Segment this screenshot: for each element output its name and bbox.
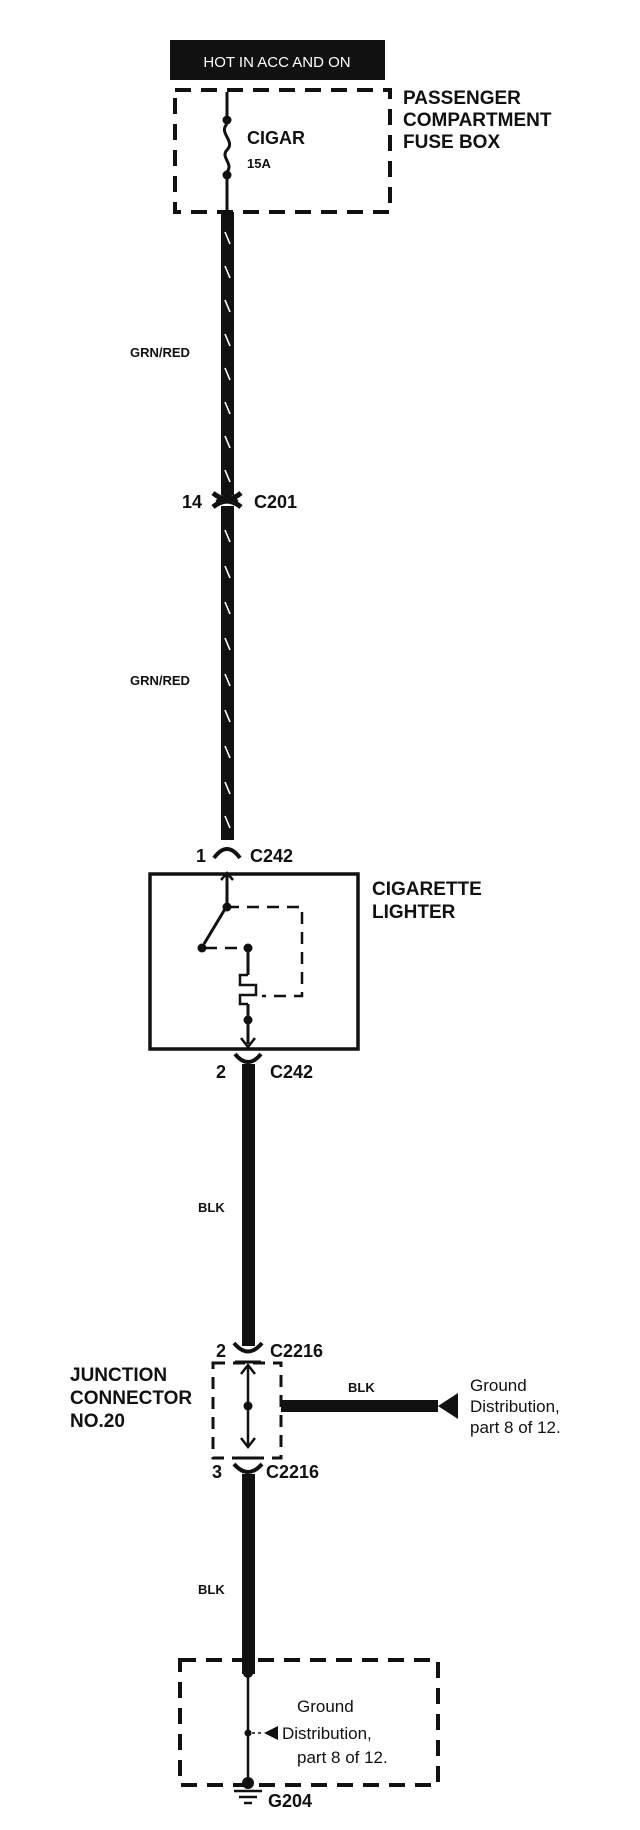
wire-grn-red-upper bbox=[221, 212, 234, 495]
wire-blk-upper bbox=[242, 1064, 255, 1346]
cigarette-lighter-component bbox=[148, 871, 360, 1051]
connector-pin: 3 bbox=[212, 1462, 222, 1482]
junction-title-3: NO.20 bbox=[70, 1411, 125, 1432]
ground-ref-bottom-2: Distribution, bbox=[282, 1724, 372, 1743]
wire-grn-red-lower bbox=[221, 506, 234, 840]
wire-blk-branch bbox=[281, 1400, 441, 1412]
lighter-outline bbox=[148, 872, 360, 1051]
fuse-box: CIGAR 15A bbox=[173, 88, 392, 214]
wire-blk-lower bbox=[242, 1474, 255, 1674]
ground-name: G204 bbox=[268, 1791, 312, 1811]
connector-pin: 2 bbox=[216, 1062, 226, 1082]
ground-box bbox=[178, 1658, 440, 1789]
wire-color-label: GRN/RED bbox=[130, 345, 190, 360]
connector-c242-in bbox=[212, 847, 242, 860]
fuse-box-title-1: PASSENGER bbox=[403, 88, 521, 109]
fuse-box-title-2: COMPARTMENT bbox=[403, 110, 552, 131]
connector-c242-out bbox=[233, 1052, 263, 1064]
ground-ref-bottom-3: part 8 of 12. bbox=[297, 1748, 388, 1767]
power-source-label: HOT IN ACC AND ON bbox=[203, 54, 350, 71]
junction-title-2: CONNECTOR bbox=[70, 1388, 192, 1409]
lighter-title-1: CIGARETTE bbox=[372, 879, 482, 900]
ground-ref-right-2: Distribution, bbox=[470, 1397, 560, 1416]
connector-pin: 14 bbox=[182, 492, 202, 512]
connector-name: C242 bbox=[270, 1062, 313, 1082]
switch-icon bbox=[202, 908, 227, 945]
ground-ref-bottom-1: Ground bbox=[297, 1697, 354, 1716]
connector-name: C242 bbox=[250, 846, 293, 866]
lighter-title-2: LIGHTER bbox=[372, 902, 456, 923]
fuse-name: CIGAR bbox=[247, 128, 305, 148]
power-source-badge: HOT IN ACC AND ON bbox=[170, 40, 385, 80]
connector-c2216-out bbox=[232, 1462, 264, 1474]
connector-name: C2216 bbox=[270, 1341, 323, 1361]
connector-c2216-in bbox=[232, 1341, 264, 1354]
ground-icon bbox=[234, 1789, 262, 1805]
fuse-box-outline bbox=[173, 88, 392, 214]
wire-color-label: BLK bbox=[198, 1200, 225, 1215]
fuse-rating: 15A bbox=[247, 156, 271, 171]
connector-name: C201 bbox=[254, 492, 297, 512]
connector-name: C2216 bbox=[266, 1462, 319, 1482]
wire-color-label: BLK bbox=[348, 1380, 375, 1395]
ground-ref-right-1: Ground bbox=[470, 1376, 527, 1395]
ground-ref-right-3: part 8 of 12. bbox=[470, 1418, 561, 1437]
fuse-box-title-3: FUSE BOX bbox=[403, 132, 500, 153]
heating-element-icon bbox=[238, 973, 258, 1006]
arrow-left-ref-icon bbox=[264, 1726, 278, 1740]
ground-box-outline bbox=[178, 1658, 440, 1787]
wire-color-label: GRN/RED bbox=[130, 673, 190, 688]
junction-title-1: JUNCTION bbox=[70, 1365, 167, 1386]
fuse-icon bbox=[222, 122, 232, 173]
connector-c201 bbox=[211, 491, 243, 509]
junction-connector bbox=[211, 1360, 283, 1460]
connector-pin: 2 bbox=[216, 1341, 226, 1361]
connector-pin: 1 bbox=[196, 846, 206, 866]
wire-color-label: BLK bbox=[198, 1582, 225, 1597]
